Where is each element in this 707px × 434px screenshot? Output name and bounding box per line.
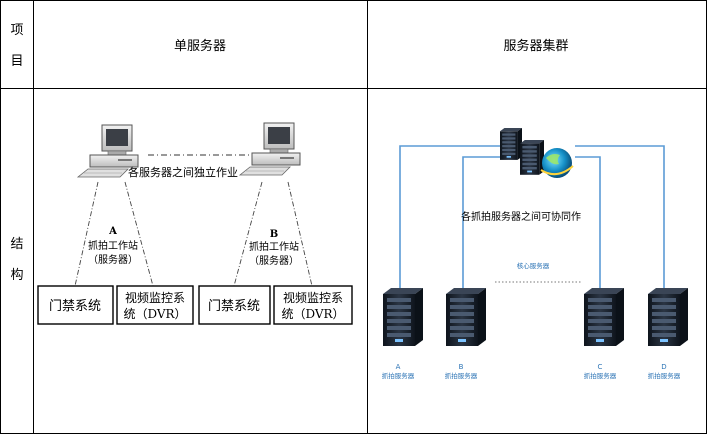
core-server-icon [500,128,574,178]
cooperation-note: 各抓拍服务器之间可协同作 [461,210,581,223]
server-c-letter: C [598,363,603,371]
access-control-label-b: 门禁系统 [208,299,260,314]
station-a-name: 抓拍工作站 [88,239,138,252]
header-item-char2: 目 [10,54,23,69]
station-b-role: （服务器） [249,254,299,267]
core-server-label: 核心服务器 [517,261,550,270]
video-label-b-line1: 视频监控系 [283,290,343,305]
server-b-name: 抓拍服务器 [445,371,478,380]
station-b-name: 抓拍工作站 [249,240,299,253]
row-label-char1: 结 [10,237,23,252]
col-title-single-server: 单服务器 [174,38,226,54]
capture-server-b-icon [446,288,486,346]
video-label-b-line2: 统（DVR） [281,307,344,321]
station-a-letter: A [108,226,117,237]
server-a-letter: A [396,363,401,371]
video-label-a-line1: 视频监控系 [125,290,185,305]
workstation-b-icon [239,122,301,176]
server-cluster-diagram: 各抓拍服务器之间可协同作 核心服务器 A 抓拍服务器 B 抓拍服务器 C 抓拍服… [382,128,688,380]
video-surveillance-box-b [273,285,353,325]
station-a-role: （服务器） [88,253,138,266]
server-b-letter: B [459,363,464,371]
access-control-box-b [198,285,271,325]
server-a-name: 抓拍服务器 [382,371,415,380]
capture-server-d-icon [648,288,688,346]
station-b-letter: B [270,229,278,240]
access-control-box-a [37,285,114,325]
independent-note: 各服务器之间独立作业 [128,165,238,179]
server-d-name: 抓拍服务器 [648,371,681,380]
server-c-name: 抓拍服务器 [584,371,617,380]
video-label-a-line2: 统（DVR） [123,307,186,321]
server-d-letter: D [661,363,666,371]
header-item-char1: 项 [10,23,23,38]
capture-server-c-icon [584,288,624,346]
row-label-char2: 构 [10,268,23,283]
col-title-server-cluster: 服务器集群 [503,38,568,54]
cluster-links [399,145,665,288]
access-control-label-a: 门禁系统 [49,299,101,314]
video-surveillance-box-a [116,285,194,325]
single-server-diagram: 各服务器之间独立作业 A 抓拍工作站 （服务器） B 抓拍工作站 （服务器） 门… [37,122,353,325]
capture-server-a-icon [383,288,423,346]
